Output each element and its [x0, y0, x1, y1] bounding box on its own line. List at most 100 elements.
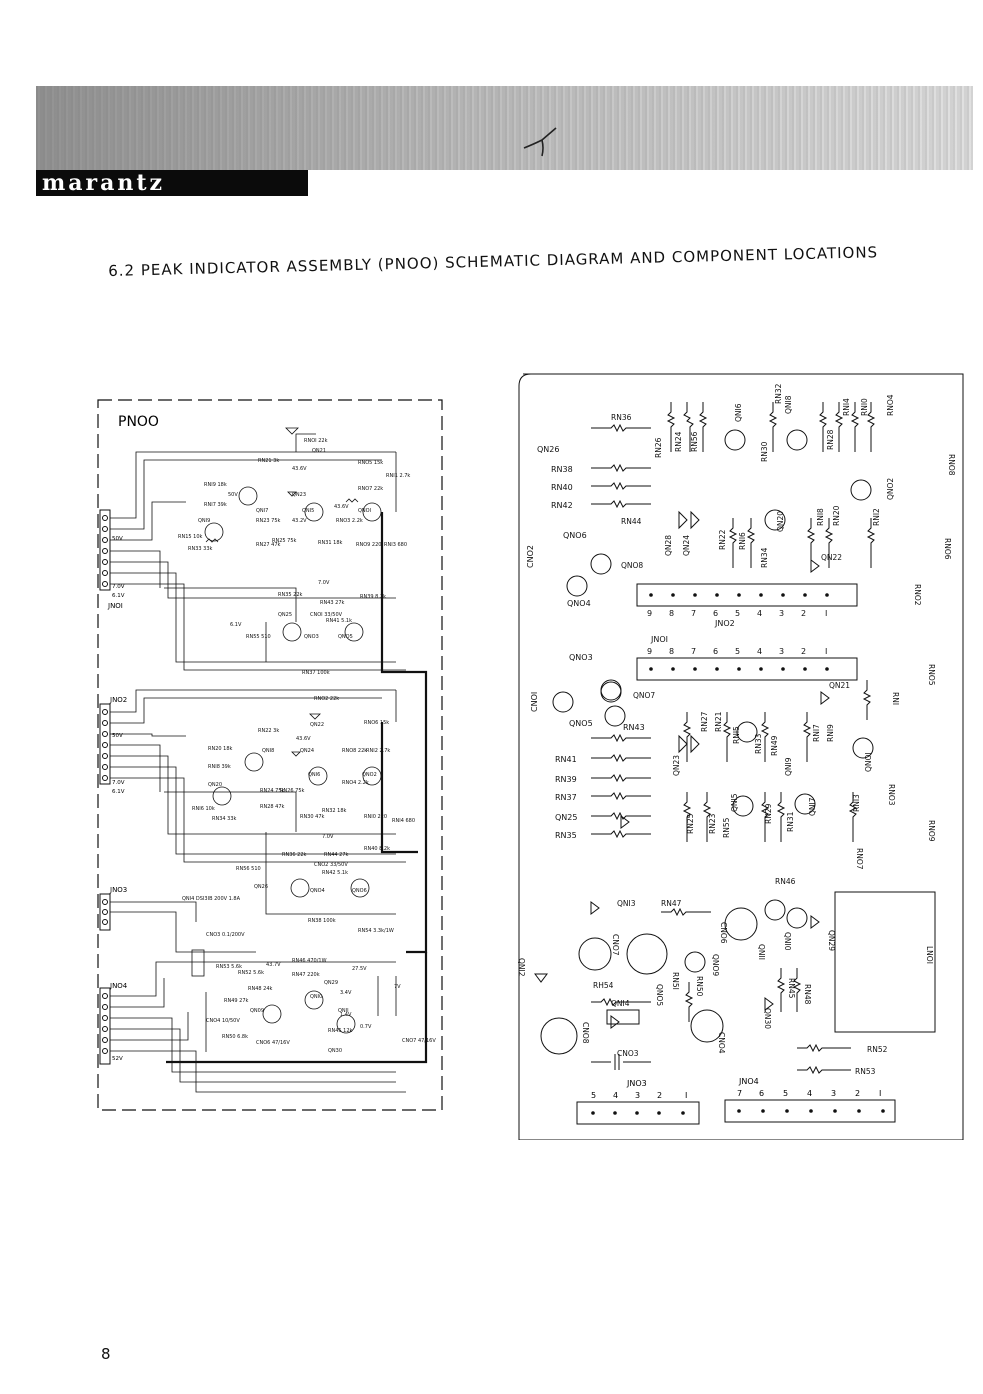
svg-text:JNO4: JNO4 — [738, 1077, 759, 1086]
svg-text:CNO8: CNO8 — [581, 1022, 590, 1044]
svg-text:7.0V: 7.0V — [318, 580, 330, 586]
svg-text:RNI: RNI — [891, 692, 900, 705]
svg-text:43.7V: 43.7V — [266, 962, 281, 968]
svg-text:9: 9 — [647, 647, 652, 656]
svg-text:RNI7: RNI7 — [812, 724, 821, 742]
svg-text:0.7V: 0.7V — [360, 1024, 372, 1030]
svg-text:QNI4: QNI4 — [611, 999, 630, 1008]
svg-text:RN23 75k: RN23 75k — [256, 518, 281, 524]
svg-text:RNI9 18k: RNI9 18k — [204, 482, 227, 488]
svg-text:6: 6 — [759, 1089, 764, 1098]
svg-text:RN22 3k: RN22 3k — [258, 728, 279, 734]
svg-text:QNO5: QNO5 — [338, 634, 353, 640]
pcb-component-locations: QN26 RN38 RN40 RN42 QNO6 CNO2 QNO4 QNO3 … — [517, 373, 964, 1140]
svg-text:RN44 27k: RN44 27k — [324, 852, 349, 858]
svg-text:QNI3: QNI3 — [617, 899, 636, 908]
svg-text:RN55: RN55 — [722, 817, 731, 838]
svg-text:5: 5 — [783, 1089, 788, 1098]
svg-text:43.6V: 43.6V — [292, 466, 307, 472]
svg-text:RNI2 2.7k: RNI2 2.7k — [366, 748, 390, 754]
svg-text:7.0V: 7.0V — [322, 834, 334, 840]
svg-text:RN23: RN23 — [708, 813, 717, 834]
svg-text:QN24: QN24 — [300, 748, 314, 754]
svg-text:I: I — [685, 1091, 687, 1100]
svg-text:RNI2: RNI2 — [872, 508, 881, 526]
svg-text:RN56 510: RN56 510 — [236, 866, 261, 872]
svg-text:RN27: RN27 — [700, 711, 709, 732]
svg-text:CNO2 33/50V: CNO2 33/50V — [314, 862, 348, 868]
svg-text:RN36: RN36 — [611, 413, 632, 422]
svg-text:8: 8 — [669, 609, 674, 618]
svg-text:QNOI: QNOI — [358, 508, 371, 514]
svg-text:RN21 3k: RN21 3k — [258, 458, 279, 464]
svg-text:43.6V: 43.6V — [334, 504, 349, 510]
svg-text:RN53 5.6k: RN53 5.6k — [216, 964, 242, 970]
connector-jno4 — [99, 987, 111, 1065]
pcb-middle-parts — [600, 679, 874, 842]
svg-text:RN44: RN44 — [621, 517, 642, 526]
svg-text:QNI6: QNI6 — [308, 772, 320, 778]
svg-text:CNO4 10/50V: CNO4 10/50V — [206, 1018, 240, 1024]
svg-text:2: 2 — [801, 609, 806, 618]
svg-text:RN31 18k: RN31 18k — [318, 540, 343, 546]
svg-text:RN40: RN40 — [551, 483, 573, 492]
svg-text:CNO6 47/16V: CNO6 47/16V — [256, 1040, 290, 1046]
pcb-connector-jno3: JNO3 5 4 3 2 I — [576, 1079, 700, 1125]
marantz-logo: marantz — [36, 170, 308, 196]
svg-text:RN30: RN30 — [760, 441, 769, 462]
svg-text:2: 2 — [855, 1089, 860, 1098]
svg-text:RNO9 220: RNO9 220 — [356, 542, 381, 548]
svg-text:RN49 27k: RN49 27k — [224, 998, 249, 1004]
svg-text:RN47 220k: RN47 220k — [292, 972, 320, 978]
svg-text:3.4V: 3.4V — [340, 990, 352, 996]
svg-text:6: 6 — [713, 609, 718, 618]
svg-text:RN40 8.2k: RN40 8.2k — [364, 846, 390, 852]
pcb-left-resistors — [552, 423, 651, 839]
svg-text:RN21: RN21 — [714, 711, 723, 732]
svg-text:CNOI 33/50V: CNOI 33/50V — [310, 612, 343, 618]
svg-text:RNI6: RNI6 — [738, 532, 747, 550]
svg-text:QNO2: QNO2 — [362, 772, 377, 778]
svg-text:RNI3: RNI3 — [852, 794, 861, 812]
svg-text:QN26: QN26 — [254, 884, 268, 890]
svg-text:I: I — [879, 1089, 881, 1098]
svg-text:RNO2: RNO2 — [913, 584, 922, 606]
svg-text:RNO5: RNO5 — [927, 664, 936, 686]
svg-text:RN45 12k: RN45 12k — [328, 1028, 353, 1034]
svg-text:RN42 5.1k: RN42 5.1k — [322, 870, 348, 876]
svg-text:QN22: QN22 — [310, 722, 324, 728]
svg-text:JNOI: JNOI — [650, 635, 668, 644]
svg-text:RN43: RN43 — [623, 723, 645, 732]
svg-text:RN42: RN42 — [551, 501, 573, 510]
svg-text:QNO6: QNO6 — [563, 531, 587, 540]
svg-text:RN29: RN29 — [764, 803, 773, 824]
svg-text:2: 2 — [801, 647, 806, 656]
svg-text:RNI3 680: RNI3 680 — [384, 542, 407, 548]
voltage-tag: 7.0V — [112, 780, 125, 786]
connector-jnoi — [99, 509, 111, 591]
svg-text:QNO8: QNO8 — [621, 561, 643, 570]
pcb-top-resistors — [666, 402, 876, 573]
pcb-top-labels: RN36 RN26 RN24 RN56 QNI6 RN30 QNI8 RN32 … — [611, 383, 956, 605]
svg-text:9: 9 — [647, 609, 652, 618]
svg-text:RN53: RN53 — [855, 1067, 876, 1076]
jno2-label: JNO2 — [109, 696, 127, 704]
voltage-tag: 50V — [112, 733, 123, 739]
pnoo-label: PNOO — [118, 414, 159, 430]
voltage-tag: 50V — [112, 536, 123, 542]
svg-text:JNO3: JNO3 — [626, 1079, 647, 1088]
jnoi-label: JNOI — [107, 602, 123, 610]
svg-text:QNI6: QNI6 — [734, 403, 743, 422]
svg-text:QNI7: QNI7 — [808, 797, 817, 816]
svg-text:RN39 8.2k: RN39 8.2k — [360, 594, 386, 600]
svg-text:3: 3 — [779, 647, 784, 656]
svg-text:RNI5: RNI5 — [732, 726, 741, 744]
svg-text:RNO6: RNO6 — [943, 538, 952, 560]
svg-text:QNO5: QNO5 — [569, 719, 593, 728]
svg-text:7: 7 — [691, 609, 696, 618]
svg-text:RNI8 39k: RNI8 39k — [208, 764, 231, 770]
svg-text:QN26: QN26 — [537, 445, 559, 454]
svg-text:RN20 18k: RN20 18k — [208, 746, 233, 752]
svg-text:QNII: QNII — [338, 1008, 349, 1014]
svg-text:CNO3 0.1/200V: CNO3 0.1/200V — [206, 932, 245, 938]
